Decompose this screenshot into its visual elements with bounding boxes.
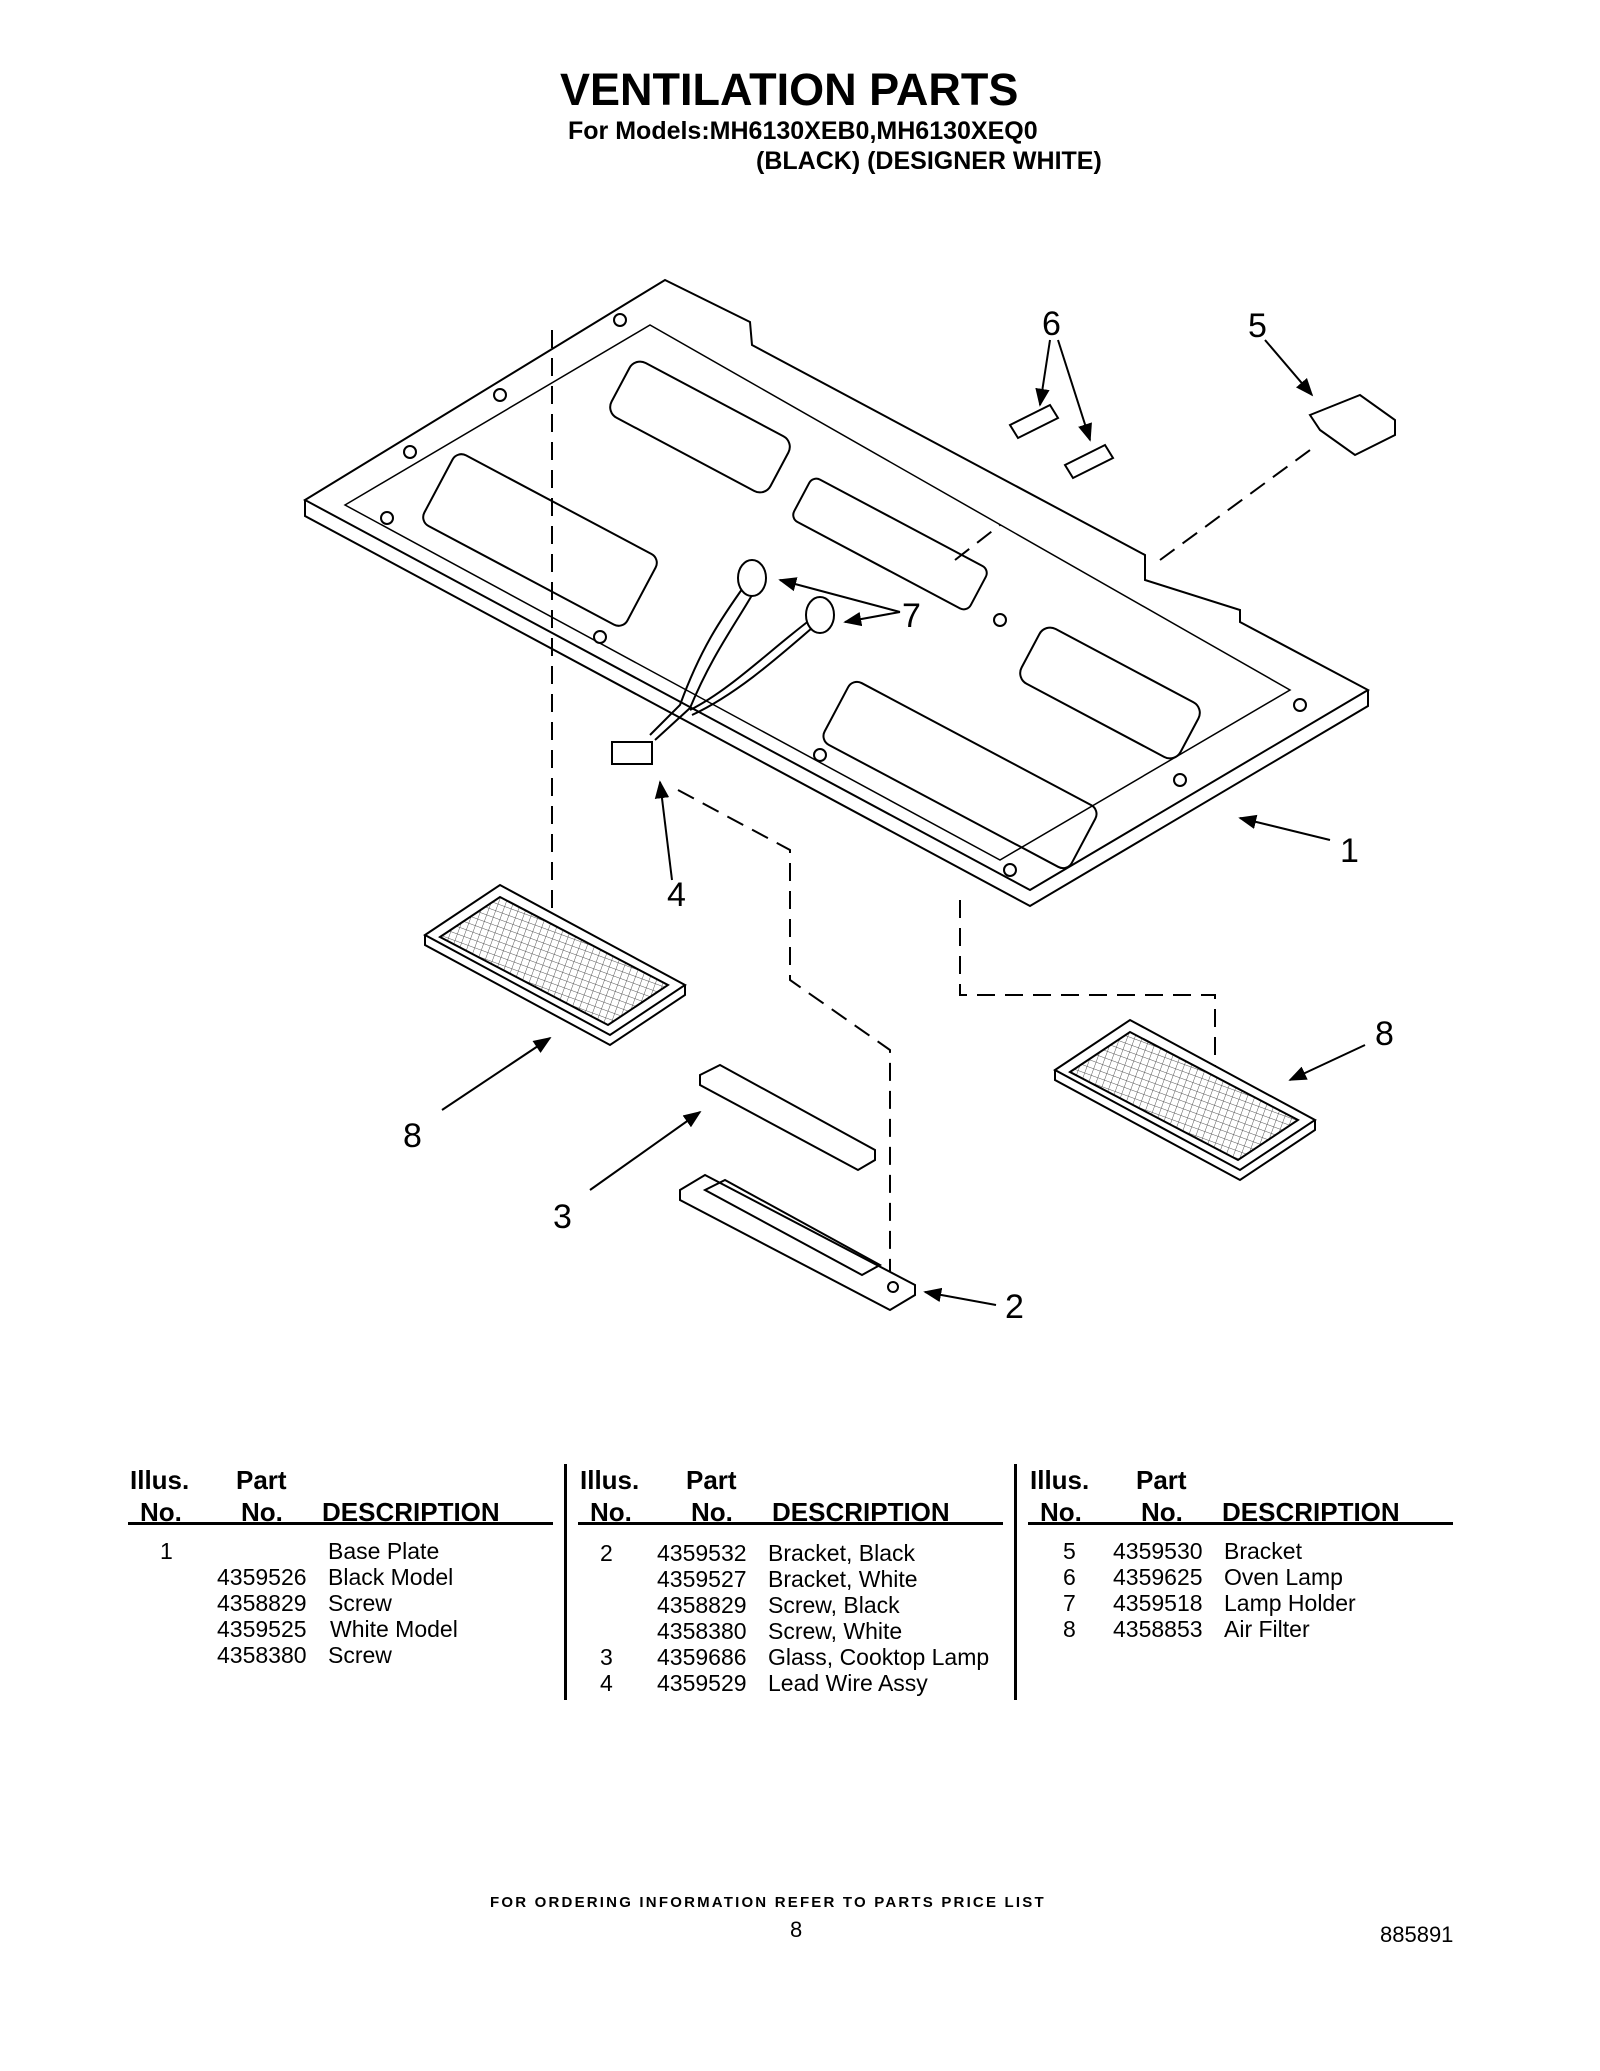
illus-header-3: Illus. No. [1030,1465,1090,1527]
header-rule-1 [128,1522,553,1525]
air-filter-left [423,883,687,1047]
assembly-lines [551,330,1311,1280]
page-number: 8 [790,1917,803,1942]
document-number: 885891 [1380,1922,1454,1947]
bracket-part-2 [679,1173,916,1312]
column-divider-2 [1014,1464,1017,1700]
lead-wire-assembly [611,559,835,765]
column-divider-1 [564,1464,567,1700]
header-rule-2 [578,1522,1003,1525]
callout-8-left: 8 [403,1117,422,1155]
models-line: For Models:MH6130XEB0,MH6130XEQ0 [568,117,1038,145]
callout-7: 7 [902,597,921,635]
part-header-3: Part No. [1136,1465,1187,1527]
illus-header-1: Illus. No. [130,1465,190,1527]
page-title: VENTILATION PARTS [560,64,1019,115]
callout-8-right: 8 [1375,1015,1394,1053]
callout-3: 3 [553,1198,572,1236]
ordering-note: FOR ORDERING INFORMATION REFER TO PARTS … [490,1894,1046,1911]
callout-6: 6 [1042,305,1061,343]
header-rule-3 [1028,1522,1453,1525]
callout-4: 4 [667,876,686,914]
callout-5: 5 [1248,307,1267,345]
callout-1: 1 [1340,832,1359,870]
part-header-1: Part No. [236,1465,287,1527]
part-header-2: Part No. [686,1465,737,1527]
air-filter-right [1053,1018,1317,1182]
colors-line: (BLACK) (DESIGNER WHITE) [756,147,1102,175]
base-plate [302,278,1371,908]
illus-header-2: Illus. No. [580,1465,640,1527]
exploded-parts-diagram: 1 2 3 4 5 6 7 8 8 [302,278,1396,1326]
oven-lamps [1008,403,1115,480]
leader-arrows [441,339,1366,1306]
bracket-part-5 [1308,393,1396,457]
callout-2: 2 [1005,1288,1024,1326]
cooktop-lamp-glass [699,1063,876,1172]
